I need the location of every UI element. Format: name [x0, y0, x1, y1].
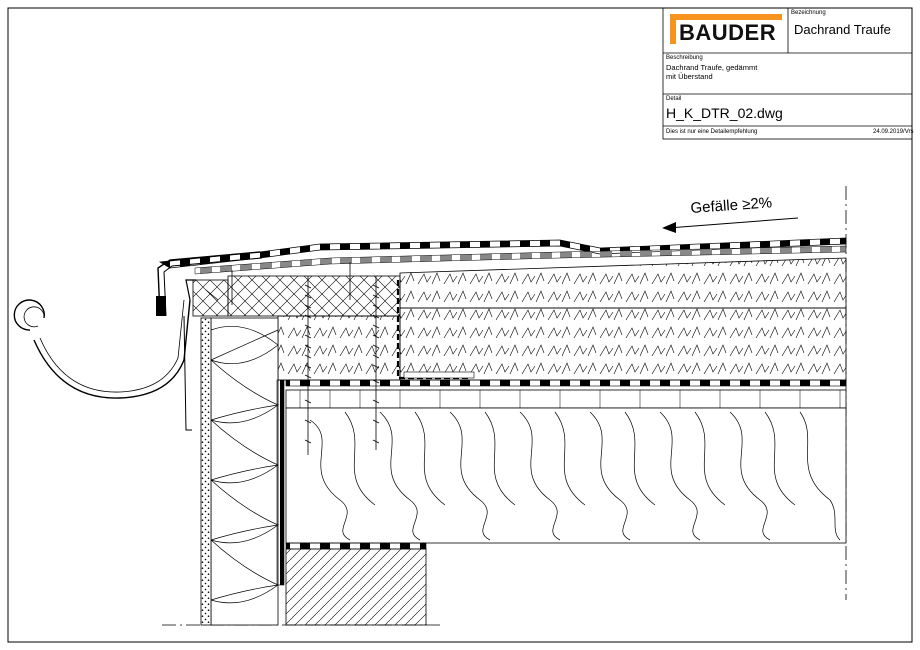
insulation-upper: [399, 257, 847, 309]
sheet-border: [7, 7, 913, 643]
board-layer: [285, 389, 847, 409]
vertical-membrane: [276, 379, 285, 586]
wall-block: [285, 548, 427, 626]
bauder-logo: BAUDER: [670, 14, 782, 46]
timber-edge-beam: [227, 275, 401, 317]
wood-grain: [309, 411, 841, 541]
designation-value: Dachrand Traufe: [794, 22, 891, 37]
drip-edge: [156, 296, 166, 316]
date-reference: 24.09.2019/Vrs: [873, 129, 914, 135]
wall-facing: [200, 317, 212, 626]
screws: [205, 262, 380, 455]
wall-top-membrane: [285, 542, 427, 550]
metal-edge-flashing: [157, 251, 261, 317]
description-label: Beschreibung: [666, 55, 703, 61]
description-line2: mit Überstand: [666, 72, 713, 81]
detail-label: Detail: [666, 96, 682, 102]
vapour-barrier: [285, 379, 847, 387]
roof-membrane-grey: [194, 245, 847, 275]
insulation-lower: [399, 307, 847, 381]
designation-label: Bezeichnung: [791, 10, 826, 16]
disclaimer-note: Dies ist nur eine Detailempfehlung: [666, 129, 758, 135]
description-line1: Dachrand Traufe, gedämmt: [666, 63, 758, 72]
slope-arrow-head: [662, 222, 676, 233]
detail-file: H_K_DTR_02.dwg: [666, 105, 783, 121]
timber-edge-beam-small: [192, 279, 229, 317]
title-block: [662, 7, 913, 140]
brand-name: BAUDER: [679, 20, 777, 45]
insulation-beam-side: [277, 315, 401, 381]
construction-detail: [13, 186, 847, 626]
slope-arrow-line: [667, 217, 799, 229]
gutter: [13, 279, 196, 431]
timber-slab: [285, 407, 847, 544]
